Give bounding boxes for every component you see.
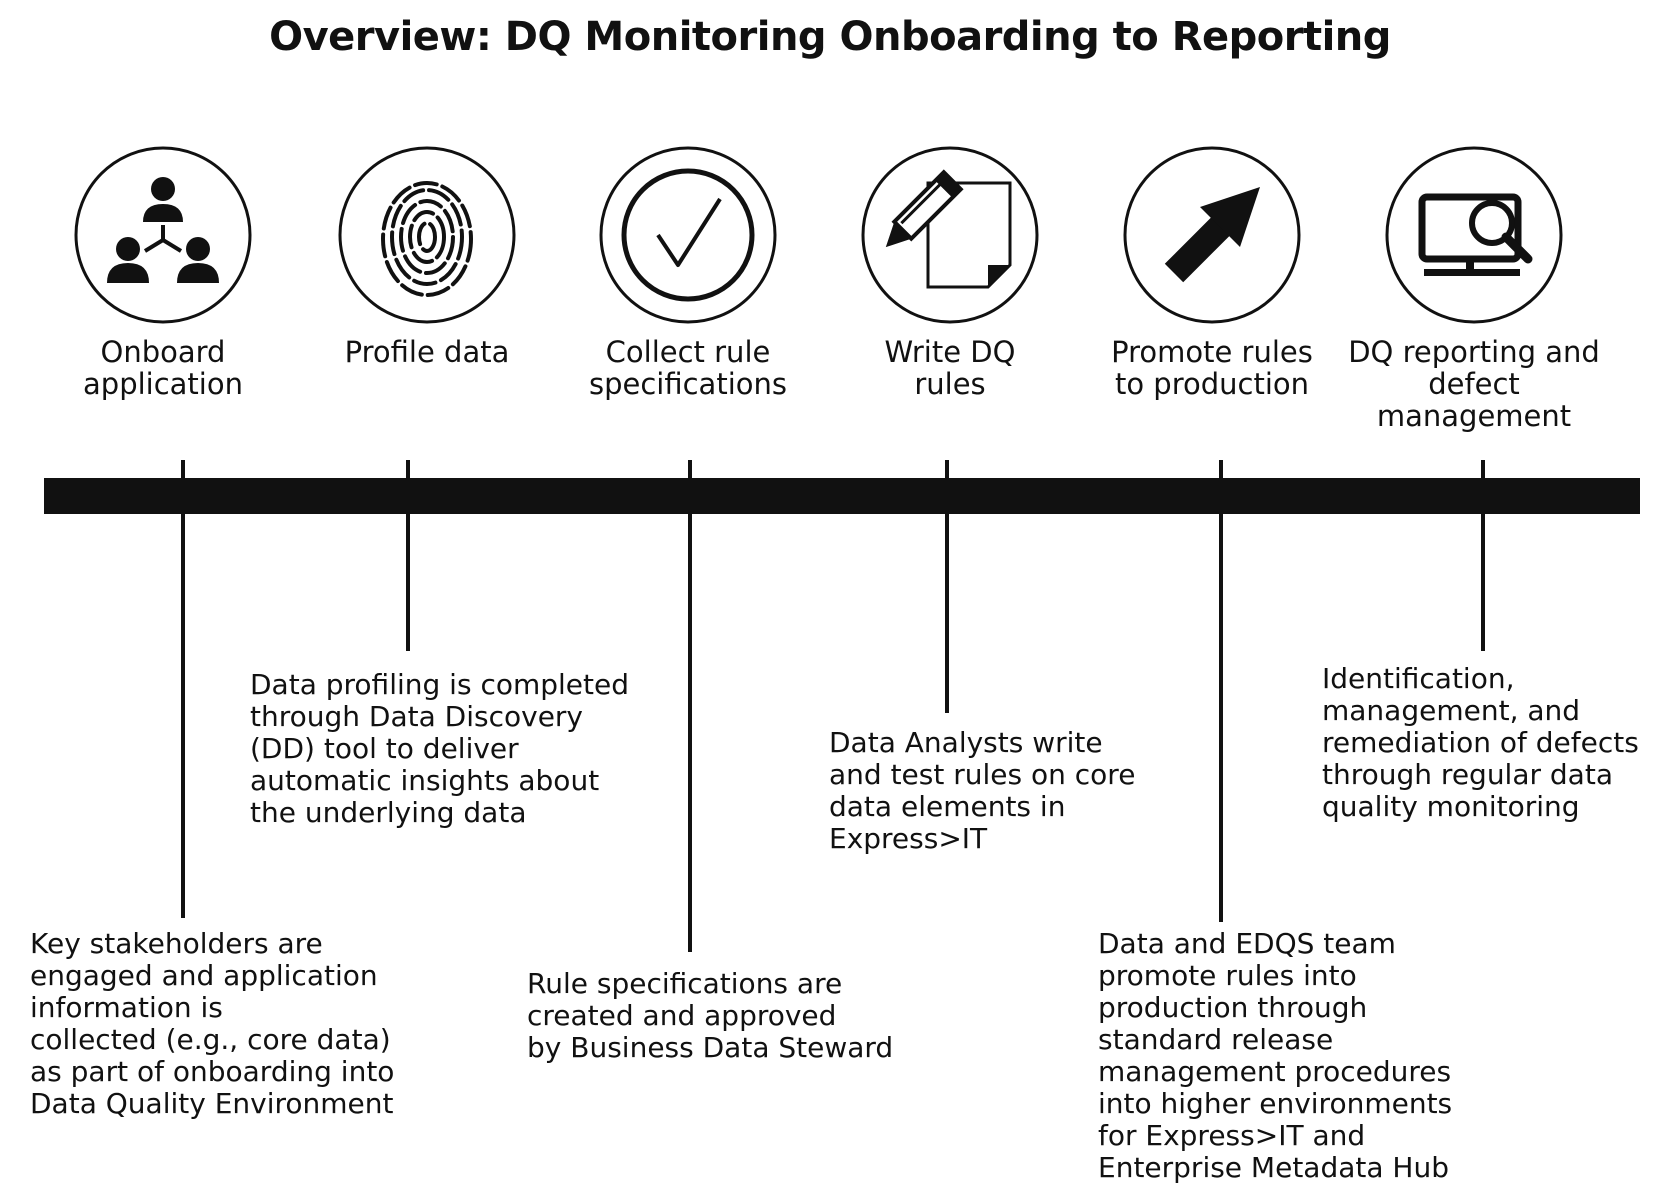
step-description-onboard: Key stakeholders are engaged and applica… bbox=[30, 927, 395, 1120]
step-description-profile: Data profiling is completed through Data… bbox=[250, 668, 629, 829]
step-label-profile: Profile data bbox=[344, 335, 510, 369]
timeline-bar bbox=[44, 478, 1640, 514]
step-description-write: Data Analysts write and test rules on co… bbox=[829, 726, 1136, 855]
timeline-tick-onboard bbox=[181, 460, 185, 918]
step-label-collect: Collect rule specifications bbox=[588, 335, 787, 401]
step-description-collect: Rule specifications are created and appr… bbox=[527, 967, 894, 1064]
step-description-reporting: Identification, management, and remediat… bbox=[1322, 662, 1639, 823]
timeline-tick-profile bbox=[406, 460, 410, 651]
step-label-write: Write DQ rules bbox=[884, 335, 1016, 401]
timeline-tick-write bbox=[945, 460, 949, 713]
monitor-magnifier-icon bbox=[1384, 145, 1564, 325]
page-title: Overview: DQ Monitoring Onboarding to Re… bbox=[269, 14, 1391, 60]
arrow-up-right-icon bbox=[1122, 145, 1302, 325]
step-label-onboard: Onboard application bbox=[83, 335, 243, 401]
step-label-reporting: DQ reporting and defect management bbox=[1348, 335, 1600, 433]
fingerprint-icon bbox=[337, 145, 517, 325]
checkmark-icon bbox=[598, 145, 778, 325]
timeline-tick-promote bbox=[1219, 460, 1223, 922]
timeline-tick-reporting bbox=[1481, 460, 1485, 651]
step-label-promote: Promote rules to production bbox=[1111, 335, 1313, 401]
step-description-promote: Data and EDQS team promote rules into pr… bbox=[1098, 927, 1453, 1184]
timeline-tick-collect bbox=[688, 460, 692, 952]
people-hierarchy-icon bbox=[73, 145, 253, 325]
pencil-paper-icon bbox=[860, 145, 1040, 325]
